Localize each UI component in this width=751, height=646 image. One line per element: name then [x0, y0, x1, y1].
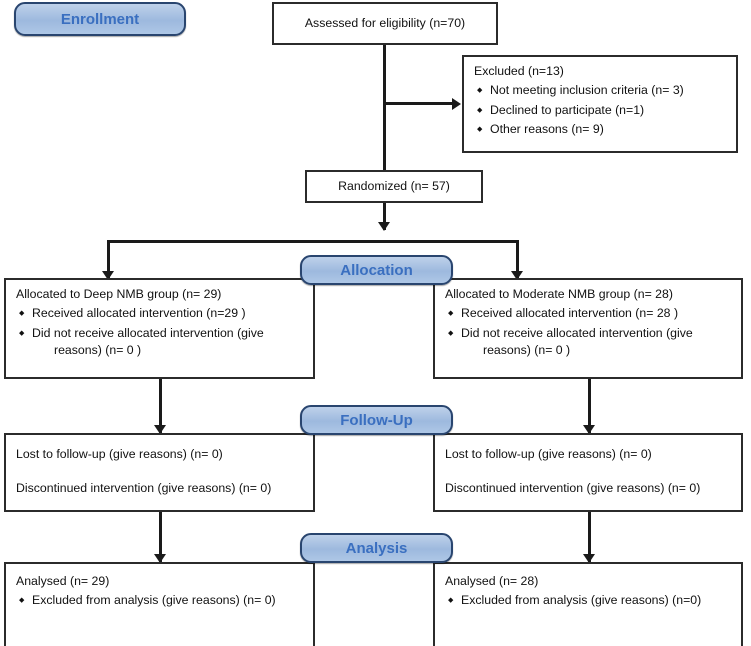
node-analysis-left: Analysed (n= 29) Excluded from analysis … [4, 562, 315, 646]
stage-label-follow-up-text: Follow-Up [340, 411, 413, 429]
arrowhead-to-excluded [452, 98, 461, 110]
allocation-right-heading: Allocated to Moderate NMB group (n= 28) [445, 287, 673, 301]
stage-label-follow-up: Follow-Up [300, 405, 453, 435]
node-excluded: Excluded (n=13) Not meeting inclusion cr… [462, 55, 738, 153]
allocation-left-list: Received allocated intervention (n=29 ) … [16, 305, 304, 360]
node-randomized: Randomized (n= 57) [305, 170, 483, 203]
connector-left-followup-to-analysis [159, 511, 162, 565]
followup-right-discontinued: Discontinued intervention (give reasons)… [445, 480, 701, 495]
connector-split-left [107, 240, 110, 278]
node-allocation-left: Allocated to Deep NMB group (n= 29) Rece… [4, 278, 315, 379]
followup-left-lost: Lost to follow-up (give reasons) (n= 0) [16, 447, 223, 461]
allocation-left-item: Received allocated intervention (n=29 ) [16, 305, 304, 323]
allocation-right-item-line1: Received allocated intervention (n= 28 ) [461, 306, 679, 321]
allocation-right-item-line2: reasons) (n= 0 ) [483, 343, 571, 358]
excluded-reason-item: Other reasons (n= 9) [474, 121, 727, 139]
excluded-heading: Excluded (n=13) [474, 64, 564, 78]
stage-label-analysis-text: Analysis [345, 539, 408, 557]
arrowhead-left-followup [154, 425, 166, 434]
analysis-right-list: Excluded from analysis (give reasons) (n… [445, 592, 732, 610]
arrowhead-split-right [511, 271, 523, 280]
connector-left-allocation-to-followup [159, 378, 162, 434]
followup-left-discontinued: Discontinued intervention (give reasons)… [16, 480, 272, 495]
analysis-left-list: Excluded from analysis (give reasons) (n… [16, 592, 304, 610]
analysis-left-heading: Analysed (n= 29) [16, 574, 110, 588]
followup-right-lost: Lost to follow-up (give reasons) (n= 0) [445, 447, 652, 461]
stage-label-enrollment: Enrollment [14, 2, 186, 36]
connector-randomization-split [107, 240, 519, 243]
allocation-left-item-line1: Received allocated intervention (n=29 ) [32, 306, 246, 321]
stage-label-allocation-text: Allocation [340, 261, 413, 279]
excluded-reason-item: Not meeting inclusion criteria (n= 3) [474, 82, 727, 100]
allocation-left-heading: Allocated to Deep NMB group (n= 29) [16, 287, 222, 301]
node-followup-left: Lost to follow-up (give reasons) (n= 0) … [4, 433, 315, 512]
assessed-for-eligibility-text: Assessed for eligibility (n=70) [304, 15, 466, 30]
arrowhead-right-followup [583, 425, 595, 434]
stage-label-analysis: Analysis [300, 533, 453, 563]
allocation-right-list: Received allocated intervention (n= 28 )… [445, 305, 732, 360]
allocation-left-item-line2: reasons) (n= 0 ) [54, 343, 142, 358]
connector-split-right [516, 240, 519, 278]
allocation-right-item: Did not receive allocated intervention (… [445, 325, 732, 361]
connector-right-allocation-to-followup [588, 378, 591, 434]
node-assessed-for-eligibility: Assessed for eligibility (n=70) [272, 2, 498, 45]
node-allocation-right: Allocated to Moderate NMB group (n= 28) … [433, 278, 743, 379]
connector-right-followup-to-analysis [588, 511, 591, 565]
excluded-reason-item: Declined to participate (n=1) [474, 102, 727, 120]
arrowhead-right-analysis [583, 554, 595, 563]
stage-label-enrollment-text: Enrollment [60, 10, 140, 28]
stage-label-allocation: Allocation [300, 255, 453, 285]
allocation-right-item-line1: Did not receive allocated intervention (… [461, 325, 693, 340]
analysis-left-item: Excluded from analysis (give reasons) (n… [16, 592, 304, 610]
node-analysis-right: Analysed (n= 28) Excluded from analysis … [433, 562, 743, 646]
analysis-right-item: Excluded from analysis (give reasons) (n… [445, 592, 732, 610]
connector-randomized-stem [383, 202, 386, 230]
allocation-left-item: Did not receive allocated intervention (… [16, 325, 304, 361]
node-followup-right: Lost to follow-up (give reasons) (n= 0) … [433, 433, 743, 512]
arrowhead-split-left [102, 271, 114, 280]
arrowhead-randomized-stem [378, 222, 390, 231]
allocation-right-item: Received allocated intervention (n= 28 ) [445, 305, 732, 323]
arrowhead-left-analysis [154, 554, 166, 563]
excluded-reason-list: Not meeting inclusion criteria (n= 3) De… [474, 82, 727, 138]
connector-to-excluded [383, 102, 453, 105]
connector-assessed-to-randomized [383, 44, 386, 170]
randomized-text: Randomized (n= 57) [338, 178, 450, 193]
analysis-right-heading: Analysed (n= 28) [445, 574, 539, 588]
allocation-left-item-line1: Did not receive allocated intervention (… [32, 325, 264, 340]
